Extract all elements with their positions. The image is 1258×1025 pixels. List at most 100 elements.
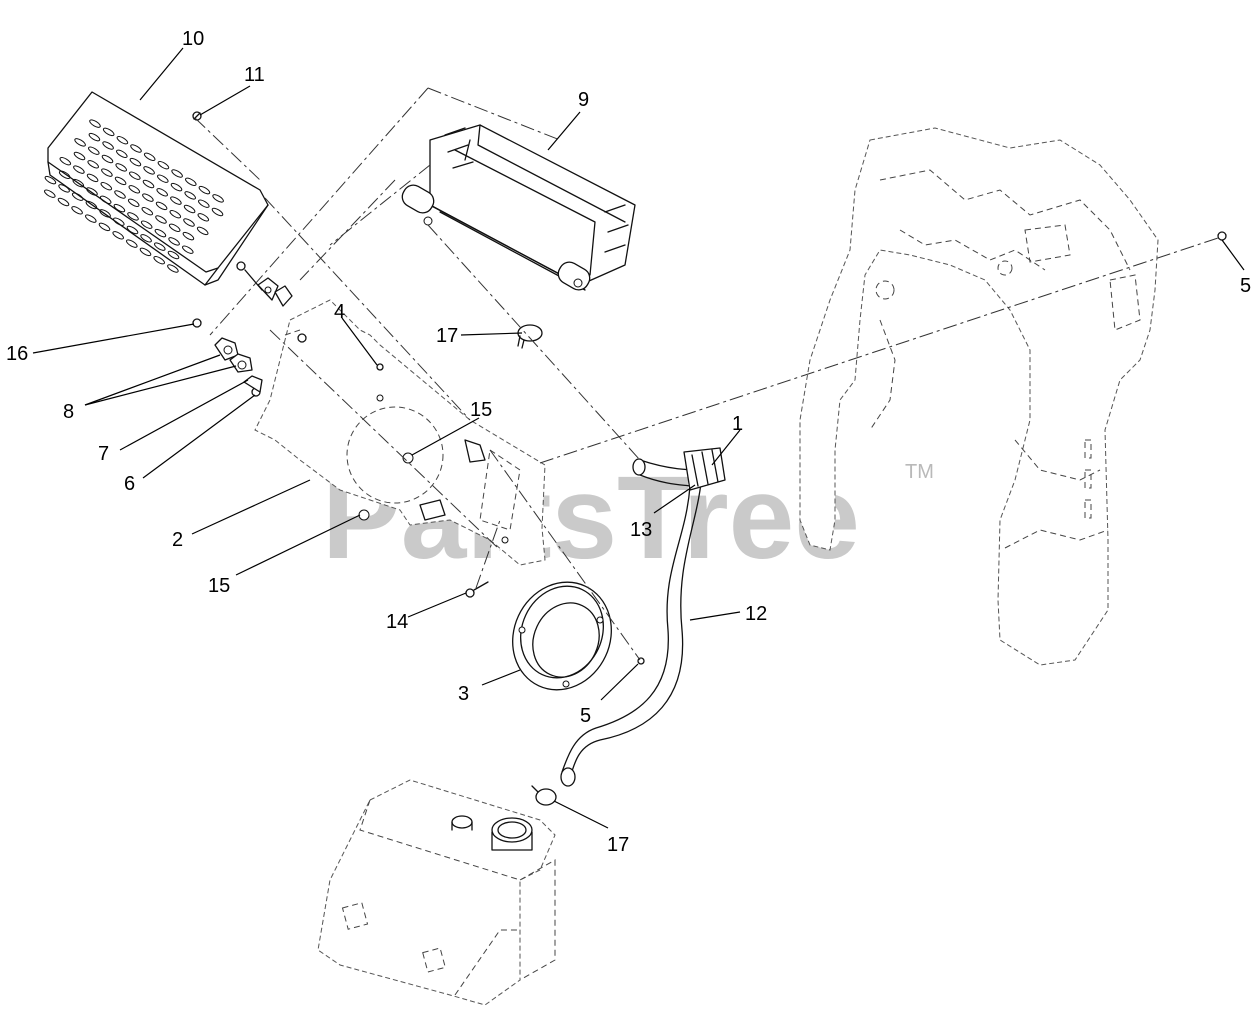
- grille-slot: [142, 193, 154, 202]
- grille-slot: [143, 152, 156, 162]
- assembly-lines: [194, 87, 1219, 661]
- callout-15-top: 15: [470, 399, 492, 421]
- grille-slot: [100, 181, 113, 191]
- callout-17-bottom: 17: [607, 834, 629, 856]
- grille-slot: [157, 174, 169, 183]
- grille-slot: [115, 163, 127, 172]
- callout-4: 4: [334, 301, 345, 323]
- grille-slot: [89, 119, 101, 128]
- grille-slot: [212, 194, 224, 203]
- grille-slot: [126, 225, 139, 235]
- callout-6: 6: [124, 473, 135, 495]
- grille-slot: [153, 255, 165, 265]
- callout-16: 16: [6, 343, 28, 365]
- grille-slot: [116, 135, 129, 145]
- callout-15-bottom: 15: [208, 575, 230, 597]
- grille-slot: [130, 144, 142, 153]
- grille-slot: [88, 146, 100, 155]
- callout-1: 1: [732, 413, 743, 435]
- grille-slot: [86, 173, 99, 183]
- grille-slot: [140, 234, 152, 243]
- grille-slot: [71, 206, 83, 215]
- grille-slot: [127, 198, 140, 208]
- grille-slot: [114, 176, 127, 186]
- callout-10: 10: [182, 28, 204, 50]
- grille-slot: [183, 218, 195, 227]
- grille-slot: [74, 138, 86, 147]
- grille-slot: [57, 197, 70, 207]
- grille-slot: [128, 185, 141, 194]
- callout-8: 8: [63, 401, 74, 423]
- leader-lines: [32, 47, 1245, 829]
- watermark-trademark: TM: [905, 461, 934, 483]
- grille-slot: [197, 213, 210, 222]
- grille-slot: [59, 156, 72, 166]
- grille-slot: [72, 178, 85, 188]
- grille-slot: [99, 209, 111, 218]
- grille-slot: [171, 169, 183, 178]
- grille-slot: [154, 228, 167, 238]
- grille-slot: [102, 141, 114, 150]
- callouts: 10 11 9 5 16 4 17 15 8 1 7 6 13 2 15 12 …: [6, 28, 1251, 856]
- callout-3: 3: [458, 683, 469, 705]
- grille-slot: [101, 154, 114, 164]
- fan-ring: [512, 581, 612, 691]
- grille-slot: [129, 171, 141, 180]
- grille-slot: [129, 157, 142, 167]
- grille-slot: [182, 231, 195, 241]
- grille-slot: [185, 177, 197, 187]
- grille-slot: [167, 264, 179, 273]
- grille-slot: [182, 245, 194, 254]
- grille-slot: [88, 132, 101, 142]
- grille-slot: [116, 149, 128, 159]
- grille-slot: [198, 185, 211, 195]
- grille-slot: [196, 226, 209, 236]
- grille-slot: [85, 214, 97, 223]
- callout-7: 7: [98, 443, 109, 465]
- callout-11: 11: [244, 64, 265, 86]
- grille-slot: [114, 190, 126, 199]
- reservoir-tank: [317, 779, 556, 1006]
- grille-slot: [183, 204, 196, 214]
- grille-slot: [198, 199, 210, 208]
- grille-slot: [157, 160, 170, 170]
- grille-slot: [102, 127, 115, 137]
- grille-slot: [98, 222, 111, 232]
- grille-slot: [71, 192, 84, 201]
- grille-slot: [44, 175, 57, 185]
- grille-slot: [101, 168, 113, 177]
- grille-slot: [168, 223, 181, 233]
- callout-5-right: 5: [1240, 275, 1251, 297]
- grille-slot: [99, 195, 112, 205]
- callout-14: 14: [386, 611, 408, 633]
- frame-dashed: [799, 127, 1159, 666]
- grille-slot: [73, 151, 86, 161]
- grille-slot: [73, 165, 85, 174]
- grille-slot: [58, 184, 70, 193]
- grille-slot: [139, 247, 152, 257]
- grille-slot: [85, 200, 98, 210]
- grille-slot: [127, 212, 139, 221]
- hose-clamps: [517, 324, 557, 806]
- grille-slot: [142, 179, 155, 189]
- grille-slot: [87, 160, 99, 169]
- grille-slot: [86, 187, 98, 196]
- grille-slot: [113, 217, 125, 226]
- grille-slot: [167, 250, 180, 260]
- grille-slot: [156, 188, 168, 197]
- callout-17-top: 17: [436, 325, 458, 347]
- grille-slot: [169, 209, 182, 219]
- grille-slot: [141, 206, 154, 216]
- oil-cooler: [401, 124, 636, 291]
- shroud-plate: [254, 299, 546, 566]
- grille-slot: [170, 196, 182, 205]
- callout-13: 13: [630, 519, 652, 541]
- callout-9: 9: [578, 89, 589, 111]
- grille-slot: [112, 231, 124, 240]
- grille-slot: [143, 166, 155, 175]
- grille-slot: [140, 220, 153, 229]
- callout-5-bottom: 5: [580, 705, 591, 727]
- grille-slot: [154, 242, 166, 251]
- grille-slot: [170, 182, 183, 192]
